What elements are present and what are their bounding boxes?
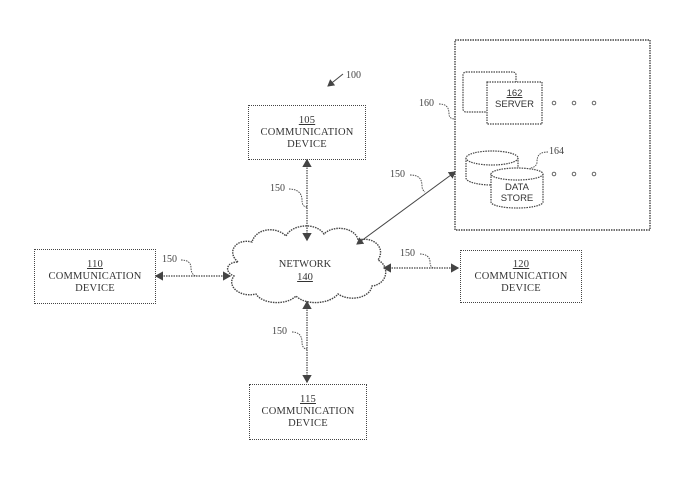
communication-device-115: 115 COMMUNICATION DEVICE [249, 384, 367, 440]
server-name: SERVER [495, 99, 534, 110]
network-name: NETWORK [278, 259, 332, 270]
link-ref-label-top: 150 [270, 183, 285, 194]
data-store-cylinder [490, 167, 544, 209]
device-number: 120 [512, 258, 530, 270]
device-label-line2: DEVICE [288, 418, 328, 429]
device-label-line1: COMMUNICATION [474, 270, 568, 282]
leader-150-top [288, 188, 308, 208]
network-label: NETWORK 140 [270, 258, 340, 284]
leader-164 [529, 151, 549, 169]
communication-device-110: 110 COMMUNICATION DEVICE [34, 249, 156, 304]
communication-device-120: 120 COMMUNICATION DEVICE [460, 250, 582, 303]
device-label-line1: COMMUNICATION [261, 406, 355, 417]
network-number: 140 [297, 272, 313, 283]
device-label-line1: COMMUNICATION [48, 270, 142, 282]
server-system-ref-label: 160 [419, 98, 434, 109]
device-label-line2: DEVICE [287, 138, 327, 150]
link-ref-label-left: 150 [162, 254, 177, 265]
network-cloud [227, 225, 387, 304]
leader-160 [438, 103, 456, 120]
device-label-line2: DEVICE [501, 282, 541, 294]
leader-150-right [419, 253, 435, 269]
data-store-line1: DATA [505, 182, 529, 193]
leader-150-left [180, 259, 197, 277]
data-store-ellipsis [551, 171, 597, 177]
data-store-line2: STORE [500, 193, 534, 204]
communication-device-105: 105 COMMUNICATION DEVICE [248, 105, 366, 160]
figure-ref-arrow [327, 73, 344, 87]
link-server-network [356, 171, 456, 245]
server-system-box [454, 39, 651, 231]
device-number: 115 [300, 394, 316, 405]
device-number: 110 [87, 258, 103, 270]
device-label-line1: COMMUNICATION [260, 126, 354, 138]
server-ellipsis [551, 100, 597, 106]
link-ref-label-right: 150 [400, 248, 415, 259]
server-box [486, 81, 543, 125]
figure-ref-label: 100 [346, 70, 361, 81]
data-store-label: DATA STORE [491, 182, 543, 204]
data-store-ref-label: 164 [549, 146, 564, 157]
server-number: 162 [506, 88, 523, 99]
leader-150-bottom [291, 331, 308, 350]
device-number: 105 [298, 114, 316, 126]
device-label-line2: DEVICE [75, 282, 115, 294]
server-label: 162 SERVER [487, 88, 542, 110]
leader-150-server [409, 174, 426, 193]
link-ref-label-bottom: 150 [272, 326, 287, 337]
link-ref-label-server: 150 [390, 169, 405, 180]
